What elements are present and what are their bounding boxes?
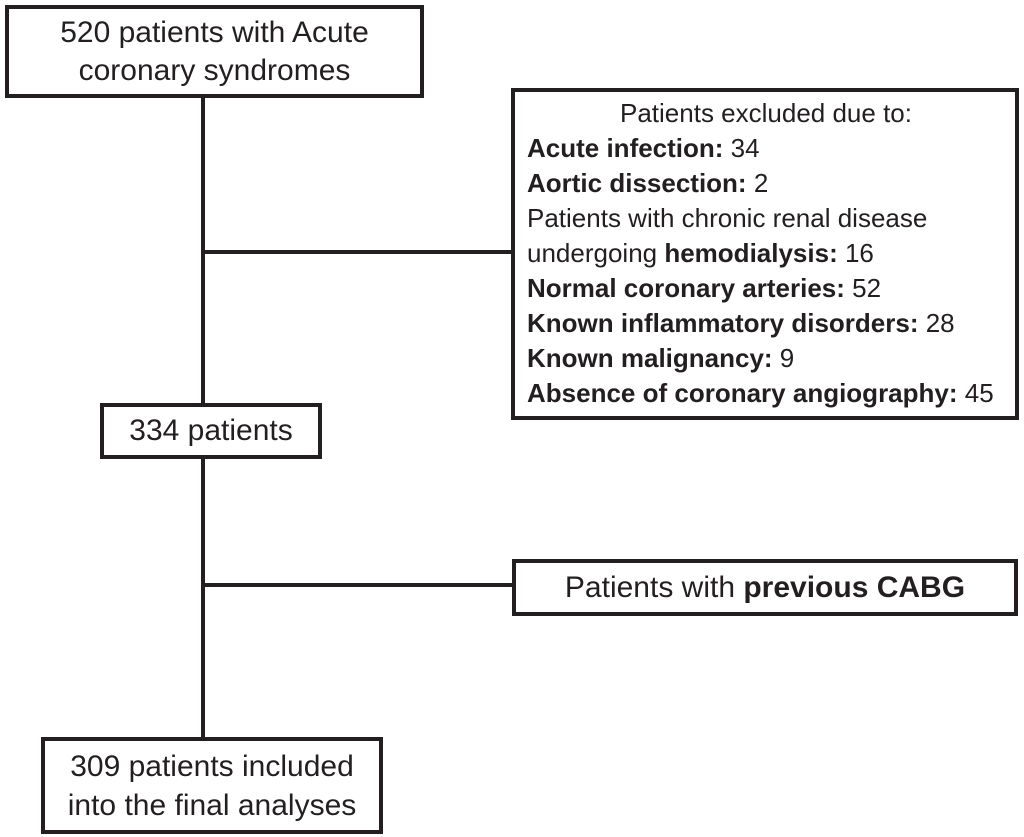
connector-to-exclusions bbox=[204, 250, 511, 254]
exclusion-label: Aortic dissection: bbox=[527, 168, 747, 198]
exclusion-label: Absence of coronary angiography: bbox=[527, 378, 958, 408]
exclusion-item-hemodialysis: Patients with chronic renal disease unde… bbox=[527, 201, 1005, 271]
exclusion-label: Normal coronary arteries: bbox=[527, 273, 845, 303]
exclusions-header: Patients excluded due to: bbox=[620, 98, 912, 128]
exclusion-count: 9 bbox=[772, 343, 795, 373]
exclusion-count: 52 bbox=[844, 273, 882, 303]
exclusion-label: Acute infection: bbox=[527, 133, 724, 163]
exclusion-count: 45 bbox=[957, 378, 994, 408]
cabg-bold: previous CABG bbox=[743, 570, 966, 604]
exclusion-label: Known inflammatory disorders: bbox=[527, 308, 919, 338]
exclusion-item-acute-infection: Acute infection: 34 bbox=[527, 131, 1005, 166]
exclusion-item-inflammatory: Known inflammatory disorders: 28 bbox=[527, 306, 1005, 341]
exclusion-count: 16 bbox=[837, 238, 874, 268]
exclusion-item-malignancy: Known malignancy: 9 bbox=[527, 341, 1005, 376]
connector-top-to-mid bbox=[201, 97, 205, 404]
exclusion-count: 34 bbox=[723, 133, 760, 163]
remaining-patients-text: 334 patients bbox=[129, 414, 293, 447]
exclusion-item-aortic-dissection: Aortic dissection: 2 bbox=[527, 166, 1005, 201]
final-patients-line1: 309 patients included bbox=[70, 749, 354, 783]
box-previous-cabg: Patients with previous CABG bbox=[512, 559, 1018, 616]
box-remaining-patients: 334 patients bbox=[100, 403, 322, 459]
connector-to-cabg bbox=[204, 583, 512, 587]
exclusion-item-no-angiography: Absence of coronary angiography: 45 bbox=[527, 376, 1005, 411]
final-patients-line2: into the final analyses bbox=[67, 788, 357, 822]
cabg-prefix: Patients with bbox=[564, 570, 744, 604]
exclusion-item-normal-arteries: Normal coronary arteries: 52 bbox=[527, 271, 1005, 306]
total-patients-line1: 520 patients with Acute bbox=[60, 15, 369, 49]
exclusion-count: 2 bbox=[746, 168, 769, 198]
exclusion-prefix: Patients with chronic renal disease unde… bbox=[527, 203, 928, 268]
connector-mid-to-final bbox=[201, 458, 205, 738]
box-total-patients: 520 patients with Acute coronary syndrom… bbox=[5, 5, 424, 98]
exclusion-count: 28 bbox=[918, 308, 955, 338]
total-patients-line2: coronary syndromes bbox=[78, 53, 351, 87]
exclusion-label: hemodialysis: bbox=[664, 238, 838, 268]
box-exclusions: Patients excluded due to: Acute infectio… bbox=[511, 88, 1019, 420]
previous-cabg-text: Patients with previous CABG bbox=[565, 571, 965, 605]
box-final-patients: 309 patients included into the final ana… bbox=[41, 737, 383, 834]
exclusion-label: Known malignancy: bbox=[527, 343, 773, 373]
